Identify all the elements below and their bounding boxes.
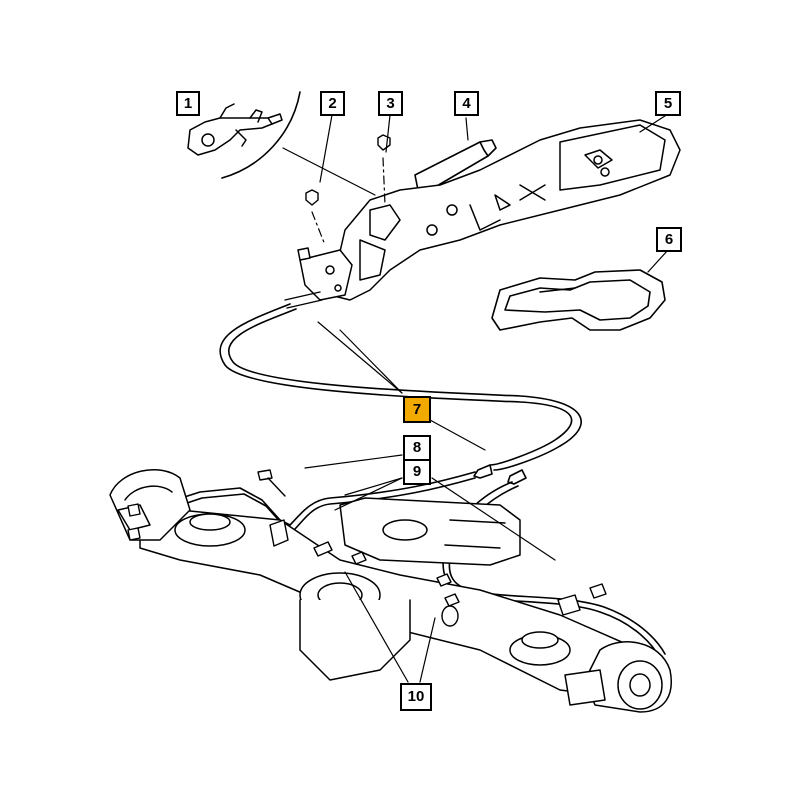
lever-part — [187, 103, 283, 156]
alignment-lines — [311, 157, 386, 246]
leader-lines — [282, 113, 669, 683]
detail-view-arc — [221, 91, 301, 179]
right-brake-drum — [564, 641, 672, 713]
rear-axle — [139, 509, 661, 701]
callout-8[interactable]: 8 — [403, 435, 431, 461]
callout-6[interactable]: 6 — [656, 227, 682, 252]
crossmember — [339, 497, 521, 566]
bracket-assembly — [297, 119, 681, 301]
boot-part — [491, 269, 666, 331]
callout-1[interactable]: 1 — [176, 91, 200, 116]
hardware — [127, 469, 607, 627]
front-cable — [219, 303, 582, 479]
fasteners — [305, 134, 391, 206]
callout-7[interactable]: 7 — [403, 396, 431, 423]
callout-9[interactable]: 9 — [403, 459, 431, 485]
callout-3[interactable]: 3 — [378, 91, 403, 116]
cable-rods — [284, 291, 323, 309]
callout-4[interactable]: 4 — [454, 91, 479, 116]
left-brake-drum — [109, 469, 191, 541]
callout-10[interactable]: 10 — [400, 683, 432, 711]
callout-2[interactable]: 2 — [320, 91, 345, 116]
callout-5[interactable]: 5 — [655, 91, 681, 116]
